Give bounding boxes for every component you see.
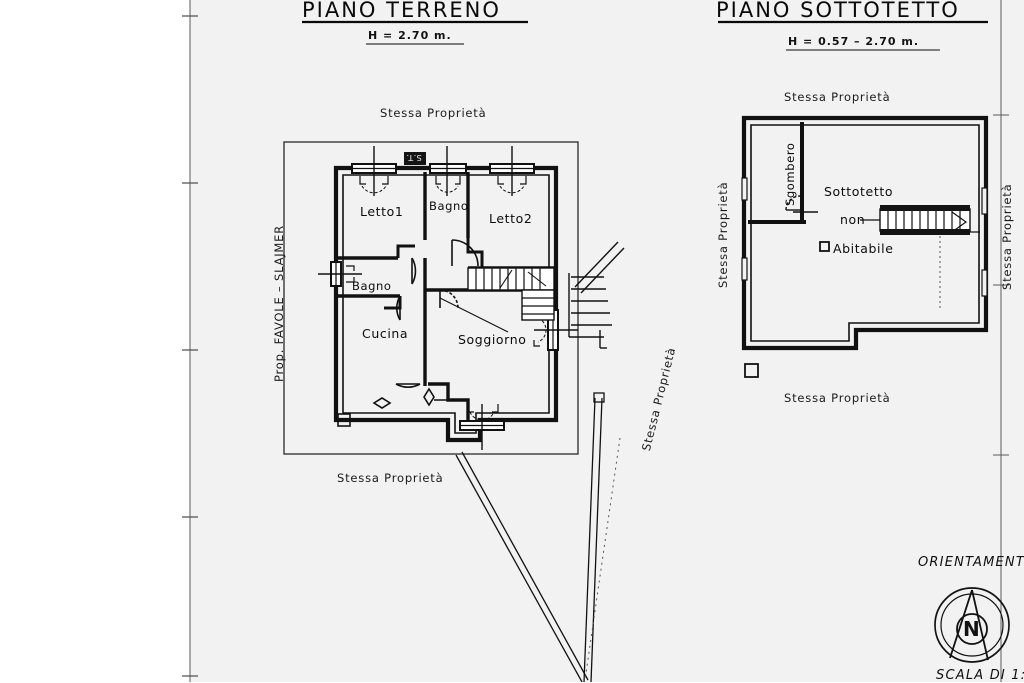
plan-title-attic: PIANO SOTTOTETTO — [716, 0, 960, 22]
sgombero-door — [785, 195, 818, 213]
property-line-diagonal — [455, 451, 589, 682]
label-stessa-proprieta-bottom-right: Stessa Proprietà — [784, 391, 891, 405]
plan-height-ground: H = 2.70 m. — [368, 29, 452, 42]
room-label-bagno-upper: Bagno — [429, 199, 469, 213]
label-stessa-proprieta-top-right: Stessa Proprietà — [784, 90, 891, 104]
room-label-sottotetto: Sottotetto — [824, 184, 894, 199]
window-left-bagno — [318, 261, 362, 287]
compass-north-letter: N — [963, 617, 980, 641]
room-label-bagno-lower: Bagno — [352, 279, 392, 293]
orientation-label: ORIENTAMENTO — [918, 555, 1024, 570]
label-stessa-proprieta-left-attic: Stessa Proprietà — [716, 181, 730, 288]
door-tag-box — [404, 152, 426, 165]
lot-boundary-left — [283, 141, 579, 455]
window-group-top — [351, 146, 535, 196]
label-stessa-proprieta-top-left: Stessa Proprietà — [380, 106, 487, 120]
property-line-right — [583, 392, 605, 682]
attic-staircase — [860, 205, 980, 235]
room-label-letto1: Letto1 — [360, 204, 404, 219]
window — [351, 146, 397, 196]
label-stessa-proprieta-bottom-left: Stessa Proprietà — [337, 471, 444, 485]
door-swings — [395, 239, 479, 388]
label-stessa-proprieta-right-attic: Stessa Proprietà — [1000, 183, 1014, 290]
scale-label: SCALA DI 1:10 — [936, 668, 1024, 683]
room-label-abitabile: Abitabile — [833, 241, 894, 256]
floor-symbols — [337, 387, 458, 427]
room-label-sgombero: Sgombero — [783, 142, 797, 206]
compass-rose — [934, 587, 1010, 663]
symbol-square-abitabile — [819, 241, 830, 252]
attic-exterior-wall-inner — [750, 124, 980, 342]
room-label-cucina: Cucina — [362, 326, 409, 341]
exterior-wall-inner-line — [342, 174, 550, 434]
room-label-letto2: Letto2 — [489, 211, 533, 226]
plan-title-ground: PIANO TERRENO — [302, 0, 501, 22]
exterior-stairs-and-boundaries — [455, 241, 625, 682]
door-tag-label: S.T. — [406, 153, 422, 162]
interior-staircase — [467, 267, 555, 321]
left-margin — [0, 0, 190, 682]
plan-height-attic: H = 0.57 – 2.70 m. — [788, 35, 919, 48]
right-border-rule — [993, 0, 1009, 682]
border-tick-marks — [182, 15, 198, 677]
attic-floor-plan — [741, 115, 989, 378]
exterior-wall-outline — [333, 165, 559, 443]
window-bottom-entrance — [459, 404, 505, 450]
sgombero-walls — [748, 122, 806, 224]
attic-exterior-wall — [741, 115, 989, 351]
window — [489, 146, 535, 196]
property-centerline — [584, 437, 621, 681]
exterior-stair — [568, 241, 625, 349]
ground-floor-plan — [283, 141, 579, 455]
window — [429, 146, 467, 196]
room-label-non: non — [840, 212, 866, 227]
label-prop-favole-slajmer: Prop. FAVOLE – SLAJMER — [272, 224, 286, 382]
soggiorno-leader — [439, 297, 509, 333]
symbol-square-attic-lot — [744, 363, 759, 378]
drawing-field — [190, 0, 1024, 682]
room-label-soggiorno: Soggiorno — [458, 332, 527, 347]
attic-wall-openings — [741, 177, 988, 297]
porch-wall — [428, 382, 470, 420]
